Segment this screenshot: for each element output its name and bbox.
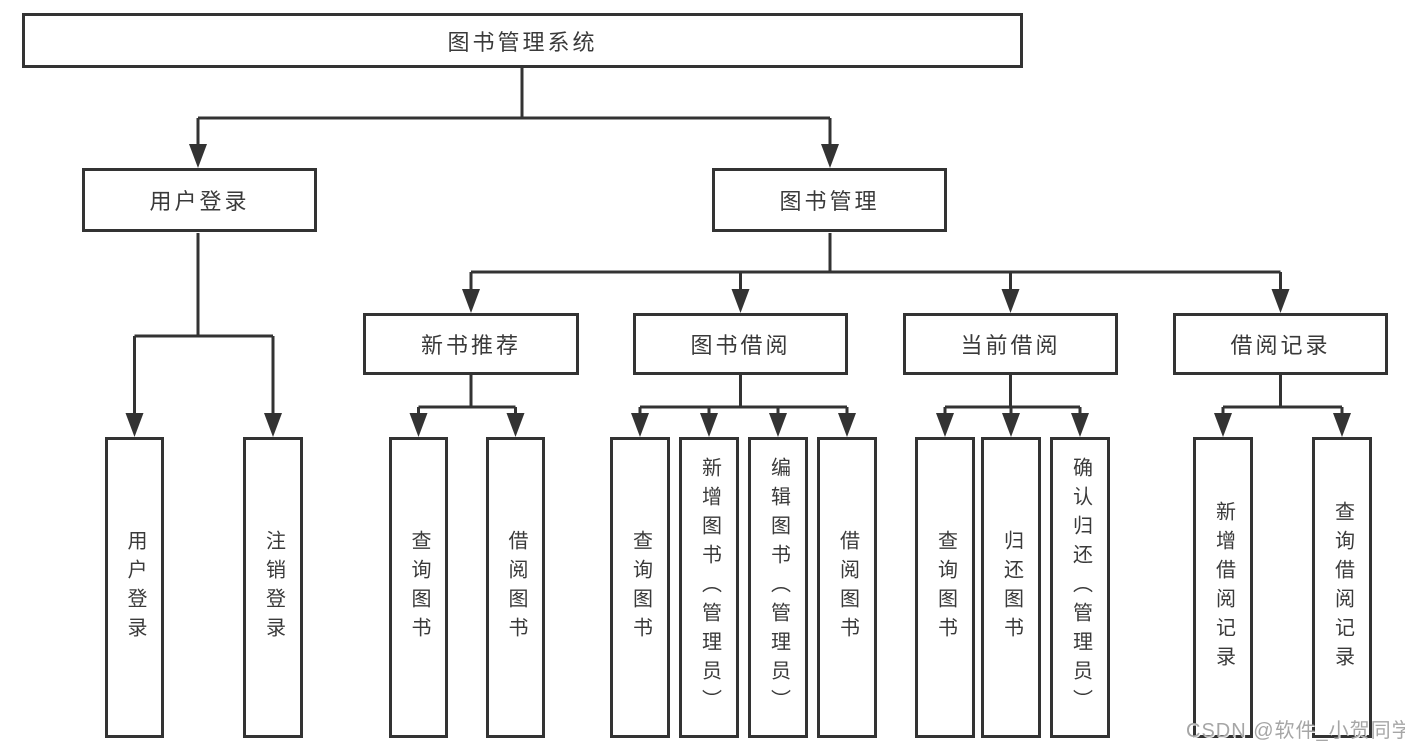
arrow-down-icon <box>189 144 207 168</box>
leaf-label: 用户登录 <box>124 529 146 646</box>
node-user-login: 用户登录 <box>82 168 317 232</box>
leaf-label: 借阅图书 <box>836 529 859 646</box>
arrow-down-icon <box>1071 413 1089 437</box>
leaf-confirm-return-admin: 确认归还（管理员） <box>1050 437 1110 738</box>
leaf-label: 新增图书（管理员） <box>698 457 721 718</box>
arrow-down-icon <box>731 289 750 313</box>
arrow-down-icon <box>821 144 839 168</box>
arrow-down-icon <box>125 413 144 437</box>
leaf-logout: 注销登录 <box>243 437 303 738</box>
arrow-down-icon <box>462 289 480 313</box>
arrow-down-icon <box>409 413 428 437</box>
node-root: 图书管理系统 <box>22 13 1023 68</box>
leaf-label: 新增借阅记录 <box>1212 500 1235 675</box>
arrow-down-icon <box>631 413 649 437</box>
leaf-add-book-admin: 新增图书（管理员） <box>679 437 739 738</box>
leaf-query-books-current: 查询图书 <box>915 437 975 738</box>
leaf-user-login: 用户登录 <box>105 437 164 738</box>
leaf-label: 借阅图书 <box>505 529 527 646</box>
node-book-management: 图书管理 <box>712 168 947 232</box>
leaf-label: 查询图书 <box>934 529 957 646</box>
arrow-down-icon <box>1271 289 1290 313</box>
connector-borrowing-to-leaves <box>638 375 849 415</box>
leaf-label: 查询图书 <box>629 529 652 646</box>
leaf-query-books-recommend: 查询图书 <box>389 437 448 738</box>
leaf-return-book: 归还图书 <box>981 437 1041 738</box>
arrow-down-icon <box>936 413 954 437</box>
connector-current-to-leaves <box>943 375 1082 415</box>
leaf-label: 注销登录 <box>262 529 285 646</box>
leaf-edit-book-admin: 编辑图书（管理员） <box>748 437 808 738</box>
leaf-label: 查询借阅记录 <box>1331 500 1354 675</box>
arrow-down-icon <box>506 413 525 437</box>
connector-root-to-branches <box>196 68 832 146</box>
leaf-borrow-books: 借阅图书 <box>817 437 877 738</box>
leaf-add-borrow-record: 新增借阅记录 <box>1193 437 1253 738</box>
arrow-down-icon <box>1001 289 1020 313</box>
node-book-borrowing: 图书借阅 <box>633 313 848 375</box>
connector-recommend-to-leaves <box>417 375 517 415</box>
arrowhead-icons <box>125 144 1351 437</box>
connector-login-to-leaves <box>133 233 275 415</box>
arrow-down-icon <box>264 413 282 437</box>
leaf-borrow-books-recommend: 借阅图书 <box>486 437 545 738</box>
node-borrowing-records: 借阅记录 <box>1173 313 1388 375</box>
connector-mgmt-to-sections <box>469 233 1282 291</box>
node-current-borrowing: 当前借阅 <box>903 313 1118 375</box>
leaf-query-borrow-record: 查询借阅记录 <box>1312 437 1372 738</box>
arrow-down-icon <box>1214 413 1232 437</box>
leaf-label: 查询图书 <box>408 529 430 646</box>
arrow-down-icon <box>769 413 787 437</box>
leaf-label: 确认归还（管理员） <box>1069 457 1092 718</box>
arrow-down-icon <box>1002 413 1020 437</box>
connector-records-to-leaves <box>1221 375 1344 415</box>
leaf-label: 归还图书 <box>1000 529 1023 646</box>
leaf-label: 编辑图书（管理员） <box>767 457 790 718</box>
arrow-down-icon <box>838 413 856 437</box>
node-new-book-recommendation: 新书推荐 <box>363 313 579 375</box>
watermark: CSDN @软件_小贺同学 <box>1186 720 1405 742</box>
leaf-query-books-borrowing: 查询图书 <box>610 437 670 738</box>
connector-lines <box>133 68 1344 415</box>
arrow-down-icon <box>1333 413 1351 437</box>
arrow-down-icon <box>700 413 718 437</box>
